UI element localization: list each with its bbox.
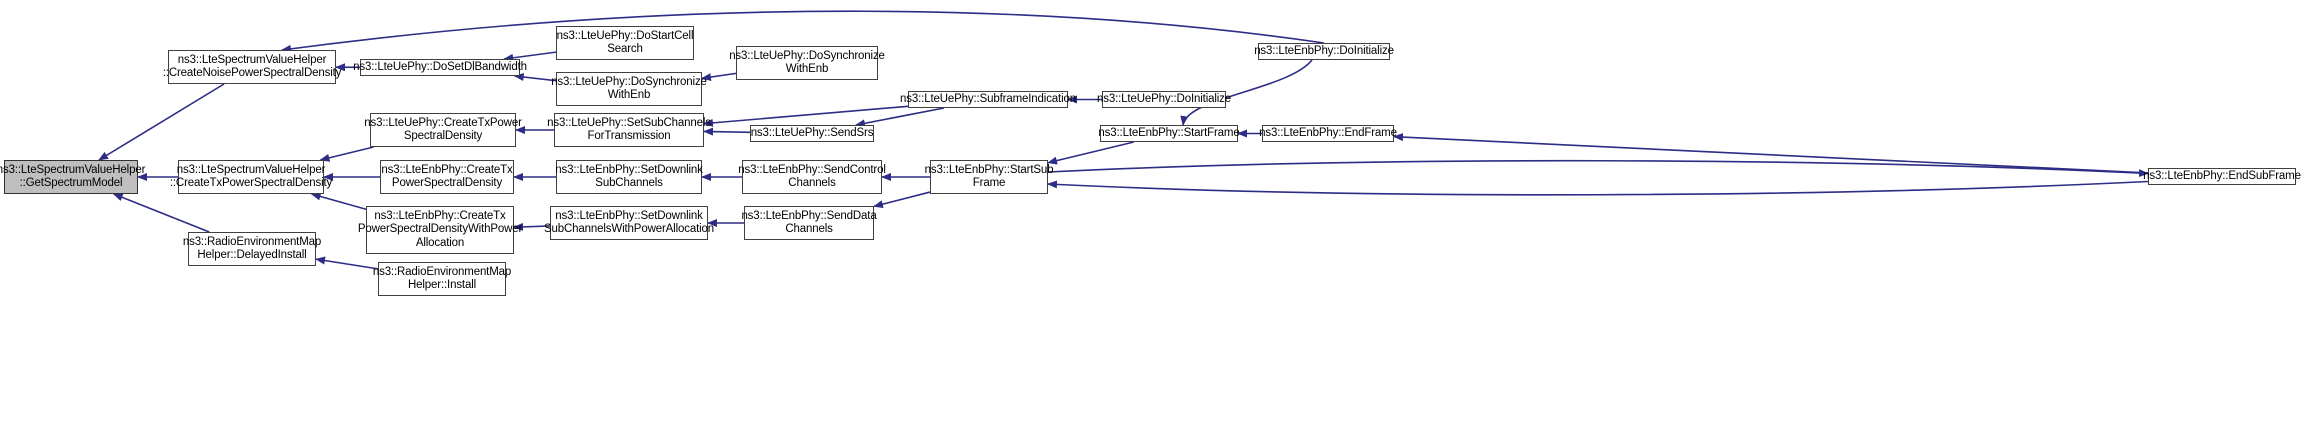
graph-node[interactable]: ns3::RadioEnvironmentMap Helper::Install	[373, 262, 511, 296]
graph-node[interactable]: ns3::LteEnbPhy::CreateTx PowerSpectralDe…	[358, 206, 522, 254]
call-edge	[513, 73, 557, 82]
graph-node[interactable]: ns3::RadioEnvironmentMap Helper::Delayed…	[183, 232, 321, 266]
call-edge	[315, 256, 379, 270]
call-edge	[855, 107, 945, 128]
call-edge	[281, 10, 1325, 53]
graph-node[interactable]: ns3::LteUePhy::DoSynchronize WithEnb	[729, 46, 885, 80]
call-edge	[310, 192, 367, 211]
edge-layer	[98, 10, 2149, 270]
call-edge	[701, 72, 737, 81]
graph-node[interactable]: ns3::LteEnbPhy::StartFrame	[1098, 125, 1240, 142]
graph-node[interactable]: ns3::LteUePhy::SendSrs	[750, 125, 874, 142]
graph-node[interactable]: ns3::LteSpectrumValueHelper ::CreateNois…	[163, 50, 341, 84]
graph-node[interactable]: ns3::LteEnbPhy::SendData Channels	[741, 206, 877, 240]
call-edge	[703, 127, 751, 136]
graph-node[interactable]: ns3::LteUePhy::DoInitialize	[1097, 91, 1231, 108]
call-edge	[1393, 133, 2149, 174]
graph-node[interactable]: ns3::LteEnbPhy::SendControl Channels	[738, 160, 886, 194]
graph-node[interactable]: ns3::LteUePhy::DoSynchronize WithEnb	[551, 72, 707, 106]
call-edge	[319, 146, 374, 162]
graph-node[interactable]: ns3::LteSpectrumValueHelper ::GetSpectru…	[0, 160, 145, 194]
graph-node[interactable]: ns3::LteEnbPhy::StartSub Frame	[925, 160, 1054, 194]
graph-node[interactable]: ns3::LteEnbPhy::CreateTx PowerSpectralDe…	[380, 160, 514, 194]
call-edge	[513, 222, 551, 231]
graph-node[interactable]: ns3::LteEnbPhy::EndSubFrame	[2143, 168, 2301, 185]
graph-node[interactable]: ns3::LteEnbPhy::SetDownlink SubChannels	[555, 160, 703, 194]
call-edge	[1047, 180, 2149, 196]
graph-node[interactable]: ns3::LteEnbPhy::SetDownlink SubChannelsW…	[544, 206, 714, 240]
graph-node[interactable]: ns3::LteEnbPhy::EndFrame	[1259, 125, 1397, 142]
graph-node[interactable]: ns3::LteUePhy::SetSubChannels ForTransmi…	[547, 113, 711, 147]
graph-node[interactable]: ns3::LteEnbPhy::DoInitialize	[1254, 43, 1394, 60]
graph-node[interactable]: ns3::LteUePhy::SubframeIndication	[900, 91, 1076, 108]
graph-node[interactable]: ns3::LteUePhy::DoStartCell Search	[556, 26, 694, 60]
call-edge	[503, 51, 557, 62]
graph-node[interactable]: ns3::LteUePhy::CreateTxPower SpectralDen…	[364, 113, 522, 147]
call-edge	[1180, 59, 1313, 126]
call-edge	[873, 191, 931, 209]
call-edge	[98, 83, 225, 161]
call-edge	[703, 105, 909, 127]
call-edge	[1047, 141, 1135, 165]
call-edge	[1047, 159, 2149, 178]
graph-node[interactable]: ns3::LteSpectrumValueHelper ::CreateTxPo…	[170, 160, 332, 194]
graph-node[interactable]: ns3::LteUePhy::DoSetDlBandwidth	[353, 59, 527, 76]
call-edge	[112, 193, 210, 233]
